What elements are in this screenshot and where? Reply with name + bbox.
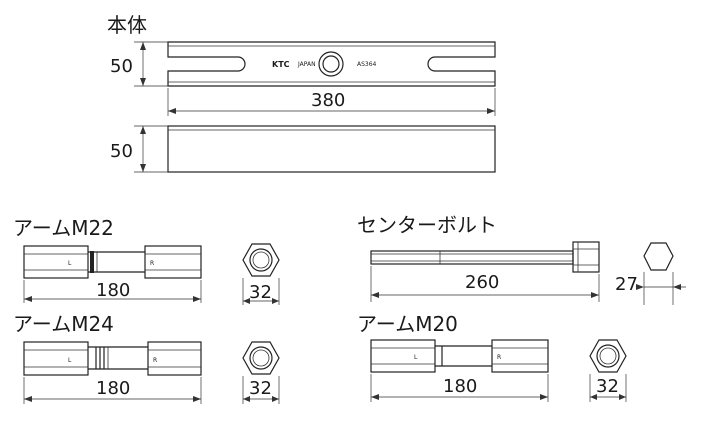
arm-m22-section: アームM22 L R 180 32 [13,216,280,305]
center-bolt-length-dim: 260 [465,272,499,293]
arm-m24-hex-dim: 32 [249,378,272,399]
arm-m24-section: アームM24 L R 180 32 [13,312,280,404]
center-bolt-title: センターボルト [357,213,497,237]
arm-m22-right-nut [144,245,202,279]
center-bolt-hex-dim: 27 [615,274,638,295]
arm-m20-length-dim: 180 [443,376,477,397]
body-top-view [167,41,496,87]
body-brand: KTC [272,60,290,69]
arm-m22-title: アームM22 [13,216,114,240]
body-part-no: AS364 [357,61,377,68]
arm-m24-left-nut [23,341,89,376]
arm-m22-hex-dim: 32 [249,282,272,303]
center-bolt-hex-end [643,242,674,271]
arm-m20-section: アームM20 L R 180 32 [357,312,627,402]
body-side-height-dim: 50 [110,141,133,162]
arm-m24-title: アームM24 [13,312,114,336]
arm-m22-hex-end [242,243,280,277]
arm-m24-left-mark: L [68,357,72,364]
arm-m24-right-mark: R [153,357,157,364]
arm-m24-hex-end [242,341,280,375]
center-nut-outer [318,51,344,77]
arm-m20-right-mark: R [497,354,501,361]
arm-m20-right-nut [491,339,549,373]
body-origin: JAPAN [297,61,316,68]
body-side-view [167,125,496,173]
arm-m20-left-nut [370,339,436,373]
center-bolt-section: センターボルト 260 27 [357,213,686,305]
center-nut-inner [322,55,340,73]
arm-m22-left-nut [23,245,89,279]
arm-m20-left-mark: L [414,354,418,361]
arm-m20-hex-end [589,339,627,373]
arm-m20-title: アームM20 [357,312,458,336]
arm-m20-hex-dim: 32 [596,376,619,397]
center-bolt-head [572,241,600,273]
arm-m22-length-dim: 180 [96,280,130,301]
body-title: 本体 [107,13,147,37]
arm-m22-left-mark: L [68,260,72,267]
arm-m22-shaft-groove [90,251,94,273]
body-section: 本体 KTC JAPAN AS364 50 380 50 [107,13,496,173]
body-length-dim: 380 [311,90,345,111]
body-height-dim: 50 [110,56,133,77]
arm-m22-right-mark: R [150,260,154,267]
arm-m24-right-nut [147,341,202,376]
center-bolt-rod [370,250,574,265]
arm-m24-length-dim: 180 [96,378,130,399]
